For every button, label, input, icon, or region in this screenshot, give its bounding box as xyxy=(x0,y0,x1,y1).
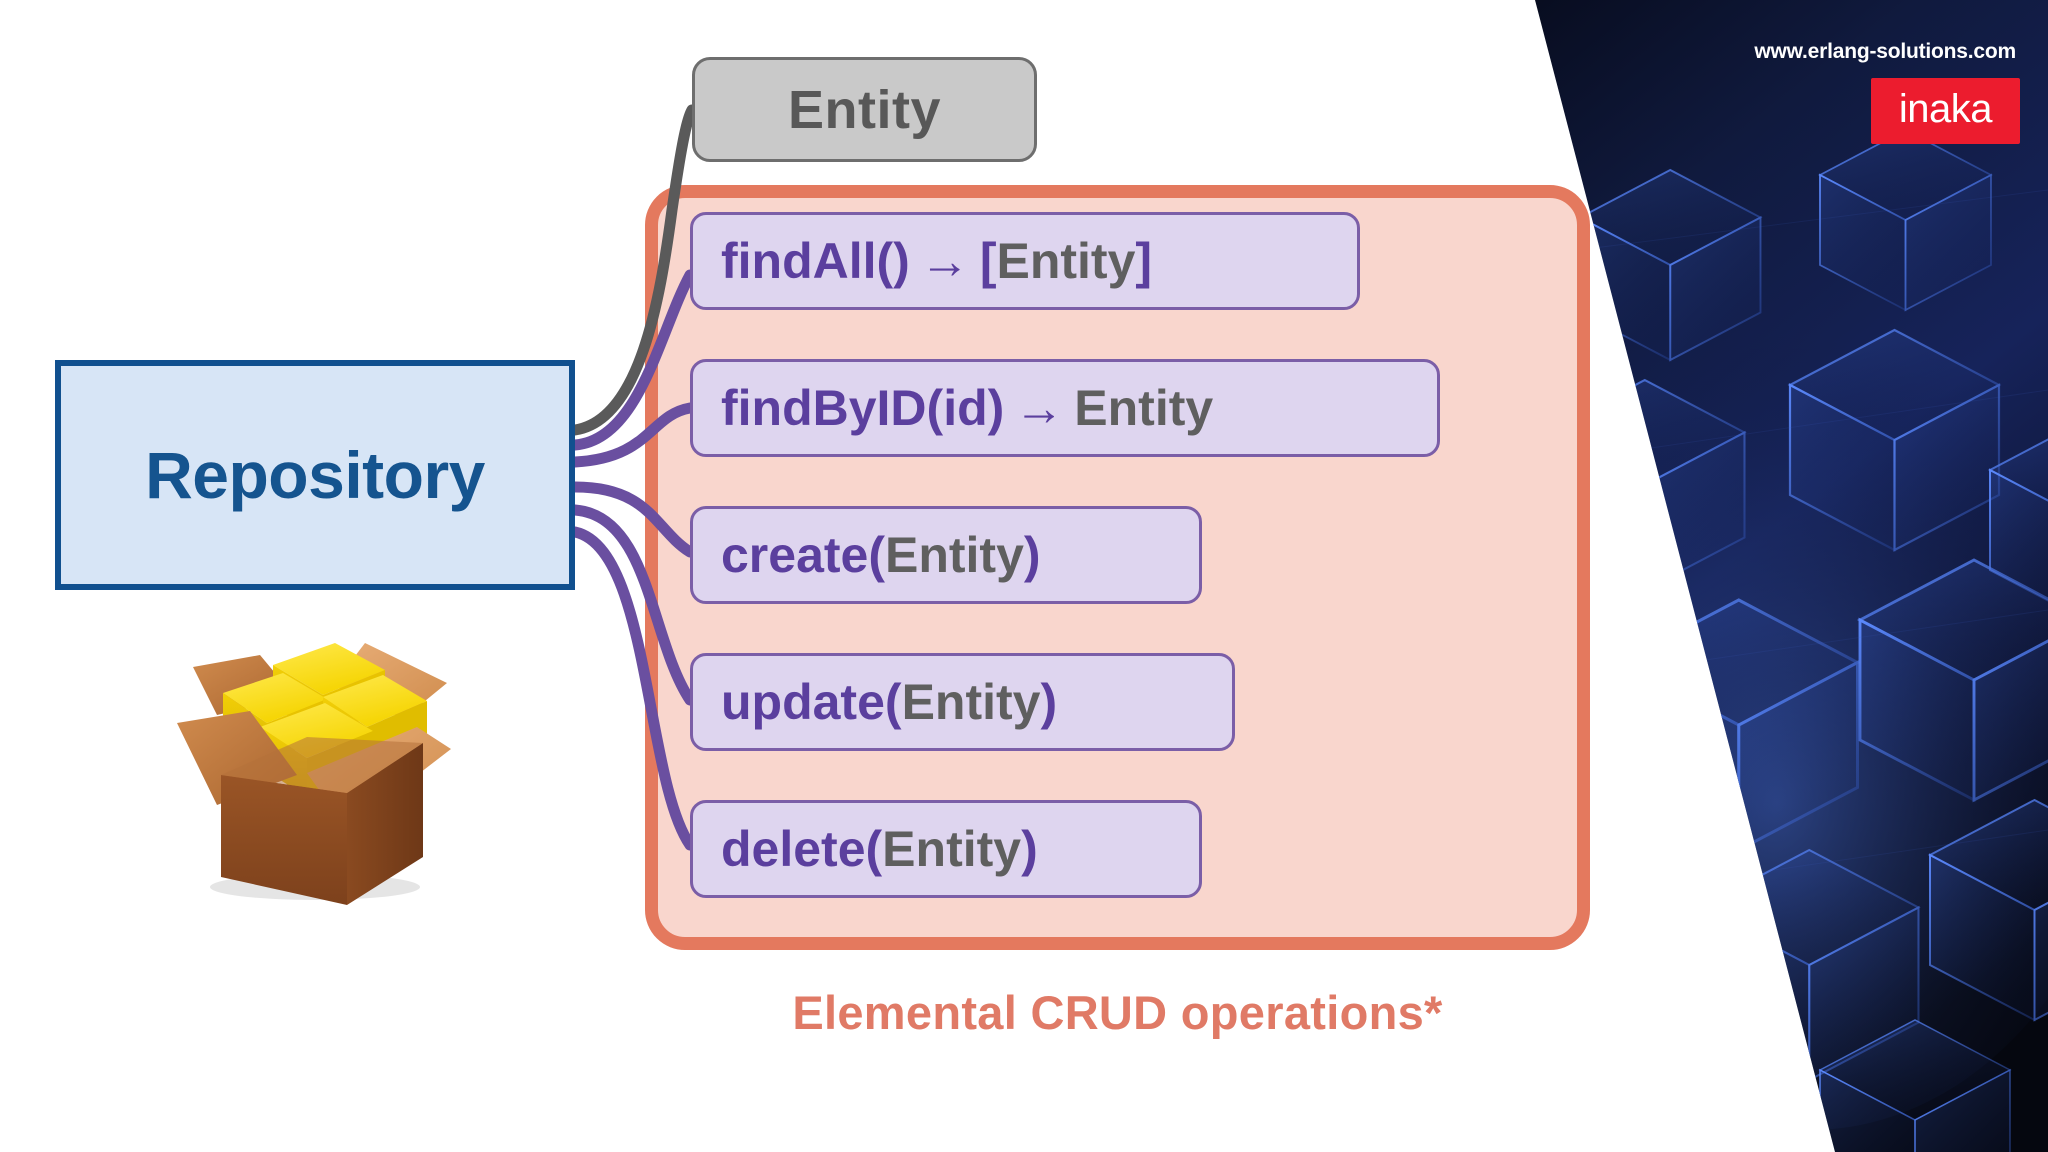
method-paren-close: ) xyxy=(1021,821,1038,877)
method-arrow-icon: → xyxy=(1014,380,1065,436)
entity-node[interactable]: Entity xyxy=(692,57,1037,162)
caption-block: Elemental CRUD operations* xyxy=(645,985,1590,1040)
method-return-type: Entity xyxy=(996,233,1136,289)
method-param-type: Entity xyxy=(882,821,1022,877)
method-signature: findByID(id) xyxy=(721,380,1005,436)
inaka-logo: inaka xyxy=(1870,78,2020,144)
method-arrow-icon: → xyxy=(919,233,970,289)
method-paren-open: ( xyxy=(868,527,885,583)
box-body-side xyxy=(347,743,423,905)
method-signature: findAll() xyxy=(721,233,910,289)
box-body-top-rim xyxy=(221,737,423,793)
method-return-type: Entity xyxy=(1074,380,1214,436)
method-signature: update xyxy=(721,674,885,730)
method-paren-open: ( xyxy=(884,674,902,730)
method-param-type: Entity xyxy=(901,674,1041,730)
site-url-text: www.erlang-solutions.com xyxy=(1754,40,2016,63)
method-return-open-bracket: [ xyxy=(979,233,997,289)
method-return-close-bracket: ] xyxy=(1135,233,1153,289)
box-body-front xyxy=(221,775,347,905)
entity-node-label: Entity xyxy=(787,79,941,140)
method-box-update[interactable]: update ( Entity ) xyxy=(690,653,1235,751)
method-paren-close: ) xyxy=(1040,674,1058,730)
method-signature: delete xyxy=(721,821,866,877)
method-box-findall[interactable]: findAll() → [ Entity ] xyxy=(690,212,1360,310)
method-box-create[interactable]: create ( Entity ) xyxy=(690,506,1202,604)
repository-node-label: Repository xyxy=(145,438,485,512)
crud-caption-text: Elemental CRUD operations* xyxy=(792,986,1443,1039)
method-box-delete[interactable]: delete ( Entity ) xyxy=(690,800,1202,898)
method-paren-open: ( xyxy=(865,821,883,877)
branding-block: www.erlang-solutions.com inaka xyxy=(1620,40,2020,144)
inaka-logo-text: inaka xyxy=(1898,87,1993,131)
method-box-findbyid[interactable]: findByID(id) → Entity xyxy=(690,359,1440,457)
repository-node[interactable]: Repository xyxy=(55,360,575,590)
method-signature: create xyxy=(721,527,869,583)
method-param-type: Entity xyxy=(885,527,1024,583)
method-paren-close: ) xyxy=(1023,527,1041,583)
cardboard-box-icon xyxy=(177,643,451,905)
